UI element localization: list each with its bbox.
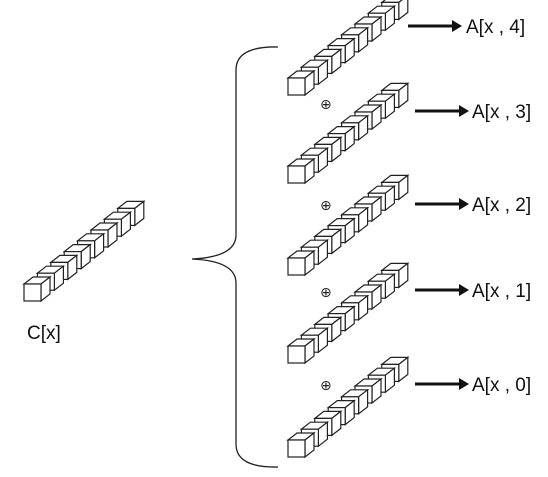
arrow-2 bbox=[415, 105, 469, 117]
curly-brace bbox=[191, 46, 279, 468]
output-rows bbox=[286, 0, 410, 459]
output-cube-row-4 bbox=[286, 0, 409, 97]
xor-symbol-4: ⊕ bbox=[320, 378, 332, 394]
output-cube-row-1 bbox=[286, 262, 410, 365]
cube bbox=[286, 157, 316, 185]
output-cube-row-2 bbox=[286, 174, 410, 277]
xor-symbol-2: ⊕ bbox=[320, 198, 332, 214]
arrow-5 bbox=[415, 378, 469, 390]
input-label: C[x] bbox=[27, 323, 61, 344]
cube bbox=[286, 337, 316, 365]
cube bbox=[286, 249, 316, 277]
arrow-4 bbox=[415, 284, 469, 296]
output-label-4: A[x , 4] bbox=[466, 17, 525, 38]
arrow-3 bbox=[415, 198, 469, 210]
xor-symbol-1: ⊕ bbox=[320, 97, 332, 113]
output-cube-row-0 bbox=[286, 356, 410, 459]
arrow-1 bbox=[408, 20, 462, 32]
cube bbox=[286, 69, 316, 97]
input-cube-row-cells bbox=[22, 200, 146, 303]
cube bbox=[22, 275, 52, 303]
output-label-1: A[x , 1] bbox=[472, 281, 531, 302]
input-cube-row bbox=[22, 200, 146, 303]
output-cube-row-3 bbox=[286, 82, 410, 185]
xor-symbol-3: ⊕ bbox=[320, 285, 332, 301]
output-label-2: A[x , 2] bbox=[472, 195, 531, 216]
cube bbox=[286, 431, 316, 459]
output-label-0: A[x , 0] bbox=[472, 375, 531, 396]
output-label-3: A[x , 3] bbox=[472, 102, 531, 123]
